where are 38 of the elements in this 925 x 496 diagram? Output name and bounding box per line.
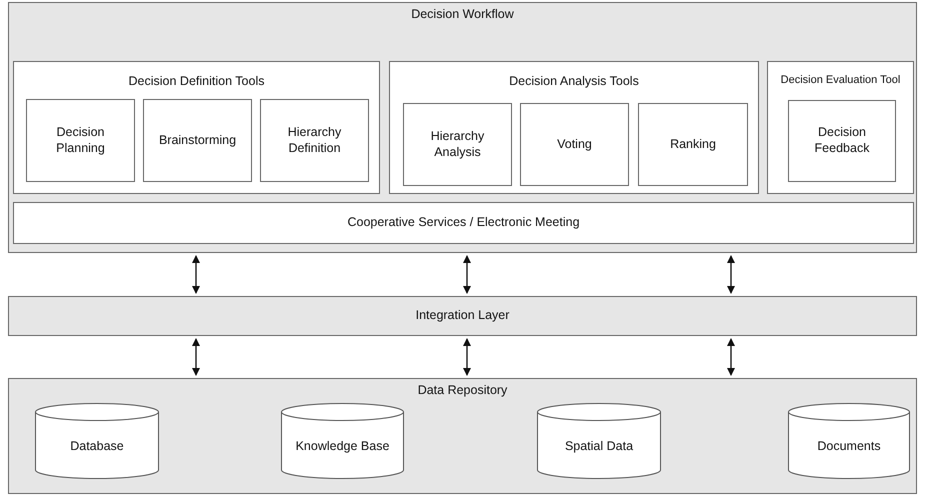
layer-bar — [8, 296, 917, 336]
process-box — [788, 100, 896, 182]
process-box — [638, 103, 748, 186]
node-label: Ranking — [670, 136, 716, 152]
process-box — [143, 99, 252, 182]
node-label: Database — [70, 439, 124, 455]
node-label: Hierarchy Definition — [286, 124, 342, 156]
double-arrow — [463, 255, 471, 294]
node-label: Decision Definition Tools — [128, 74, 264, 90]
double-arrow — [192, 255, 200, 294]
node-label: Decision Evaluation Tool — [780, 74, 900, 88]
node-label: Decision Workflow — [411, 7, 514, 23]
group-box — [767, 61, 914, 194]
node-label: Decision Analysis Tools — [509, 74, 639, 90]
node-label: Documents — [817, 439, 881, 455]
node-label: Brainstorming — [158, 132, 236, 148]
node-label: Hierarchy Analysis — [430, 128, 486, 160]
node-label: Knowledge Base — [296, 439, 390, 455]
node-label: Spatial Data — [564, 439, 634, 455]
node-label: Decision Planning — [55, 124, 106, 156]
double-arrow — [463, 338, 471, 376]
layer-panel — [8, 378, 917, 494]
group-box — [389, 61, 759, 194]
double-arrow — [727, 255, 735, 294]
layer-panel — [8, 2, 917, 253]
process-box — [13, 202, 914, 244]
node-label: Integration Layer — [416, 308, 510, 324]
process-box — [260, 99, 369, 182]
double-arrow — [192, 338, 200, 376]
process-box — [520, 103, 629, 186]
process-box — [26, 99, 135, 182]
node-label: Decision Feedback — [814, 125, 870, 157]
node-label: Voting — [557, 136, 592, 152]
double-arrow — [727, 338, 735, 376]
group-box — [13, 61, 380, 194]
process-box — [403, 103, 512, 186]
node-label: Cooperative Services / Electronic Meeting — [347, 215, 580, 231]
node-label: Data Repository — [418, 383, 508, 399]
